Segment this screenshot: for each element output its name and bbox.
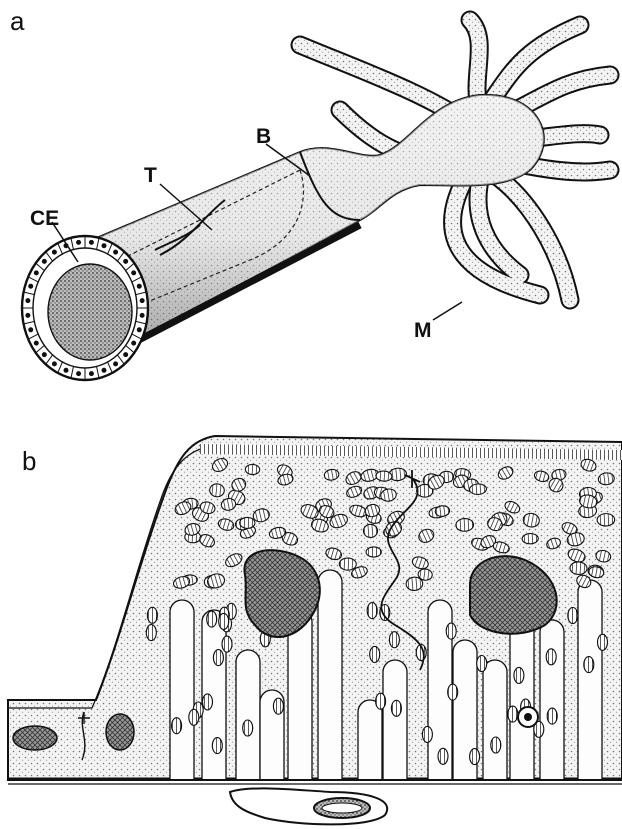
cell-nucleus (102, 368, 106, 372)
nucleus (391, 700, 401, 716)
columnar-cell (318, 570, 342, 779)
columnar-cell (358, 700, 382, 779)
microvilli (200, 449, 622, 455)
nucleus (470, 749, 480, 765)
cell-nucleus (77, 240, 81, 244)
nucleus (219, 613, 229, 629)
cell-nucleus (124, 353, 128, 357)
columnar-cell (383, 660, 407, 779)
nucleus (213, 650, 223, 666)
columnar-cell (170, 600, 194, 779)
cell-nucleus (140, 299, 144, 303)
cell-nucleus (89, 240, 93, 244)
cell-nucleus (77, 372, 81, 376)
cell-nucleus (140, 313, 144, 317)
nucleus (446, 623, 456, 639)
cell-nucleus (124, 259, 128, 263)
nucleus (363, 524, 378, 538)
cell-nucleus (137, 284, 141, 288)
cell-nucleus (34, 271, 38, 275)
nucleus (522, 533, 539, 544)
flat-cell-1 (13, 726, 57, 750)
cell-nucleus (52, 362, 56, 366)
nucleus (491, 737, 501, 753)
nucleus (477, 656, 487, 672)
nucleus (243, 720, 253, 736)
label-b: B (256, 125, 271, 148)
columnar-cell (288, 610, 312, 779)
nucleus (222, 636, 232, 652)
cell-nucleus (29, 284, 33, 288)
cross-section (22, 236, 148, 380)
nucleus (584, 657, 594, 673)
cell-nucleus (42, 353, 46, 357)
nucleus (339, 558, 356, 571)
nucleus (147, 607, 157, 623)
cell-nucleus (26, 299, 30, 303)
nucleus (207, 611, 217, 627)
cell-nucleus (132, 341, 136, 345)
nucleus (568, 608, 578, 624)
nucleus (189, 709, 199, 725)
panel-b: b (8, 436, 622, 824)
nucleus (469, 484, 486, 495)
panel-b-letter: b (22, 446, 36, 476)
nucleus (438, 748, 448, 764)
nucleus (172, 718, 182, 734)
nucleus (514, 667, 524, 683)
cell-nucleus (137, 328, 141, 332)
nucleus (245, 464, 260, 475)
nucleus (546, 649, 556, 665)
columnar-cell (540, 620, 564, 779)
nucleus (456, 518, 474, 531)
nucleus (203, 694, 213, 710)
label-t: T (144, 164, 157, 187)
nucleus (547, 708, 557, 724)
nucleus (570, 561, 588, 574)
nucleus (389, 632, 399, 648)
cell-nucleus (52, 250, 56, 254)
cell-nucleus (64, 368, 68, 372)
label-ce: CE (30, 207, 59, 230)
cell-nucleus (29, 328, 33, 332)
nucleus (370, 646, 380, 662)
columnar-cell (483, 660, 507, 779)
nucleus (376, 693, 386, 709)
nucleus (212, 738, 222, 754)
cell-nucleus (102, 244, 106, 248)
nucleus (422, 726, 432, 742)
panel-a: a (10, 6, 610, 380)
cell-nucleus (42, 259, 46, 263)
nucleus (146, 625, 156, 641)
nucleus (367, 603, 377, 619)
flat-cell-2 (106, 714, 134, 750)
cell-nucleus (89, 372, 93, 376)
panel-a-letter: a (10, 6, 25, 36)
nucleus (240, 517, 255, 528)
columnar-cell (578, 580, 602, 779)
cell-nucleus (26, 313, 30, 317)
cell-nucleus (114, 250, 118, 254)
nucleus (273, 698, 283, 714)
cell-nucleus (114, 362, 118, 366)
nucleus (366, 547, 381, 557)
nucleus (448, 684, 458, 700)
columnar-cell (236, 650, 260, 779)
cell-nucleus (132, 271, 136, 275)
nucleus (598, 634, 608, 650)
nucleus (597, 513, 615, 526)
cell-nucleus (34, 341, 38, 345)
nucleus (508, 706, 518, 722)
label-m: M (414, 319, 432, 342)
